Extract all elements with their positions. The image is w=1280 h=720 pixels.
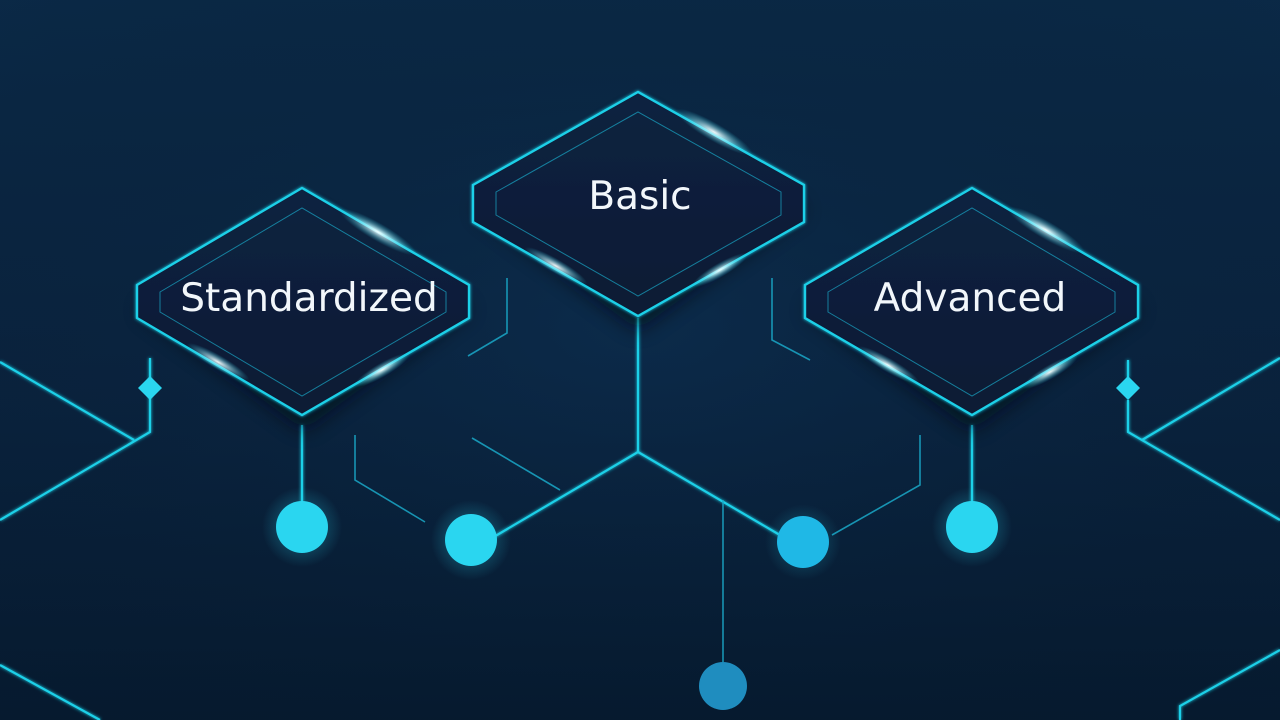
- left-wire-upper: [0, 361, 135, 441]
- left-wire-bottom: [0, 664, 101, 720]
- circuit-lines: [0, 318, 1280, 720]
- terminal-dots: [262, 487, 1012, 710]
- basic-glow-top: [675, 108, 753, 156]
- junction-diamonds: [138, 376, 1140, 400]
- basic-branch-left: [491, 451, 639, 539]
- basic-label: Basic: [588, 174, 691, 219]
- basic-glow-bottom-left: [524, 247, 588, 285]
- right-wire-upper: [1141, 357, 1280, 441]
- left-wire-lower: [0, 392, 152, 521]
- standardized-glow-bottom-left: [186, 343, 250, 381]
- right-wire-lower: [1126, 400, 1280, 521]
- right-junction-diamond: [1116, 376, 1140, 400]
- standardized-inner-hexagon: [159, 207, 447, 397]
- dot-basic-right: [777, 516, 829, 568]
- right-wire-bottom: [1178, 649, 1280, 720]
- advanced-glow-top: [1007, 206, 1085, 254]
- accent-right-hook: [771, 278, 811, 361]
- node-advanced: Advanced: [803, 186, 1140, 417]
- standardized-glow-bottom-right: [354, 352, 410, 388]
- accent-left-inner: [354, 435, 426, 523]
- advanced-label: Advanced: [874, 276, 1067, 321]
- dot-advanced: [946, 501, 998, 553]
- advanced-glow-bottom-left: [856, 346, 920, 384]
- accent-left-diagonal: [471, 437, 561, 491]
- node-basic: Basic: [471, 90, 806, 318]
- advanced-glow-bottom-right: [1022, 354, 1078, 390]
- dot-basic-left: [445, 514, 497, 566]
- dot-center-bottom: [699, 662, 747, 710]
- advanced-inner-hexagon: [827, 207, 1116, 397]
- basic-glow-bottom-right: [692, 252, 748, 288]
- basic-branch-right: [637, 451, 786, 539]
- accent-left-hook: [467, 278, 508, 357]
- standardized-glow-top: [339, 208, 417, 256]
- dot-standardized: [276, 501, 328, 553]
- accent-lines: [354, 278, 921, 662]
- accent-right-inner: [831, 435, 921, 536]
- left-junction-diamond: [138, 376, 162, 400]
- basic-inner-hexagon: [495, 111, 782, 297]
- standardized-label: Standardized: [180, 276, 437, 321]
- node-standardized: Standardized: [135, 186, 471, 417]
